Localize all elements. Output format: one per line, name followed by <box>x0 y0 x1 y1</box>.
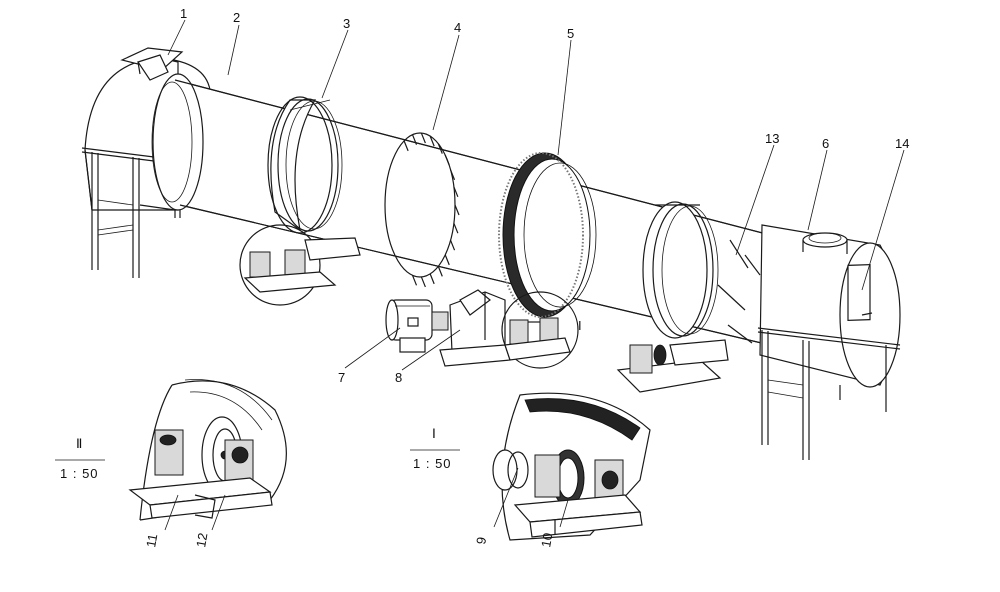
flight-blade <box>453 222 459 234</box>
support-roller-front <box>239 224 361 306</box>
girth-gear <box>498 152 597 318</box>
part-label-1: 1 <box>180 6 187 21</box>
part-label-10: 10 <box>538 532 555 549</box>
flight-blade <box>420 276 426 288</box>
flight-blade <box>411 134 418 145</box>
section-mark-I: I <box>578 318 582 333</box>
detail-I-mark: Ⅰ <box>432 426 437 441</box>
flight-blade <box>444 254 450 266</box>
discharge-hood <box>717 224 901 460</box>
part-label-3: 3 <box>343 16 350 31</box>
flight-blade <box>453 186 459 198</box>
feed-hopper <box>120 47 184 81</box>
flight-blade <box>454 204 460 216</box>
detail-II-mark: Ⅱ <box>76 436 83 451</box>
part-label-5: 5 <box>567 26 574 41</box>
support-roller-rear <box>616 339 729 393</box>
leader-lines <box>55 19 905 531</box>
part-label-2: 2 <box>233 10 240 25</box>
part-label-11: 11 <box>143 533 160 549</box>
flight-blade <box>429 135 435 147</box>
part-label-13: 13 <box>765 131 779 146</box>
flight-blade <box>437 266 443 277</box>
part-label-12: 12 <box>193 532 210 549</box>
detail-I-scale: 1 : 50 <box>413 456 452 471</box>
detail-view-II <box>128 379 287 521</box>
part-label-8: 8 <box>395 370 402 385</box>
flight-blade <box>449 239 456 251</box>
flight-ring <box>384 132 460 288</box>
flight-blade <box>403 140 409 152</box>
part-label-7: 7 <box>338 370 345 385</box>
flight-blade <box>444 154 450 166</box>
detail-captions: Ⅱ 1 : 50 Ⅰ 1 : 50 <box>60 426 452 481</box>
flight-blade <box>429 273 435 285</box>
flight-blade <box>449 169 456 181</box>
part-label-4: 4 <box>454 20 461 35</box>
flight-blade <box>411 275 418 286</box>
drive-unit <box>385 289 579 369</box>
inspection-door <box>847 263 871 322</box>
flight-blade <box>420 132 426 144</box>
flight-blade <box>437 143 443 154</box>
part-label-9: 9 <box>473 536 489 546</box>
riding-ring-rear <box>642 201 719 339</box>
part-label-14: 14 <box>895 136 909 151</box>
part-labels: 1 2 3 4 5 6 7 8 9 10 11 12 13 14 I <box>143 6 909 549</box>
detail-view-I <box>492 392 651 541</box>
part-label-6: 6 <box>822 136 829 151</box>
detail-II-scale: 1 : 50 <box>60 466 99 481</box>
